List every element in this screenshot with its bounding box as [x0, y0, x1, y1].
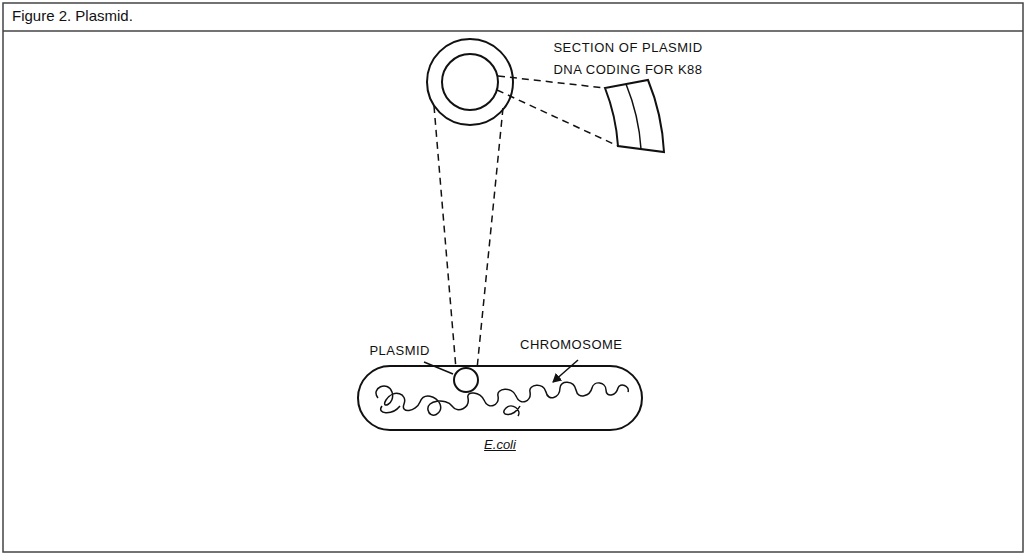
chromosome-loop: [504, 406, 520, 416]
zoom-line: [498, 76, 605, 88]
cell-name: E.coli: [357, 437, 643, 452]
cell-outline: [357, 365, 643, 431]
part-label: PLASMID: [330, 340, 430, 362]
figure-frame: [3, 3, 1023, 552]
header-rule: [3, 30, 1023, 32]
cell-body: E.coli: [357, 365, 643, 431]
chromosome-strand: [376, 382, 628, 415]
section-label: SECTION OF PLASMID DNA CODING FOR K88: [545, 37, 711, 81]
part-label: CHROMOSOME: [520, 334, 650, 356]
plasmid-inner: [442, 54, 498, 110]
zoom-line: [477, 108, 503, 369]
plasmid-outer: [427, 39, 513, 125]
chromosome-loop: [381, 406, 400, 413]
dna-section: [605, 80, 664, 152]
figure-title: Figure 2. Plasmid.: [12, 7, 133, 24]
dna-section-strand: [626, 84, 641, 149]
leader-arrow: [553, 360, 578, 382]
zoom-line: [497, 90, 618, 146]
leader-line: [424, 362, 453, 374]
zoom-line: [434, 106, 456, 369]
plasmid-small: [454, 368, 478, 392]
